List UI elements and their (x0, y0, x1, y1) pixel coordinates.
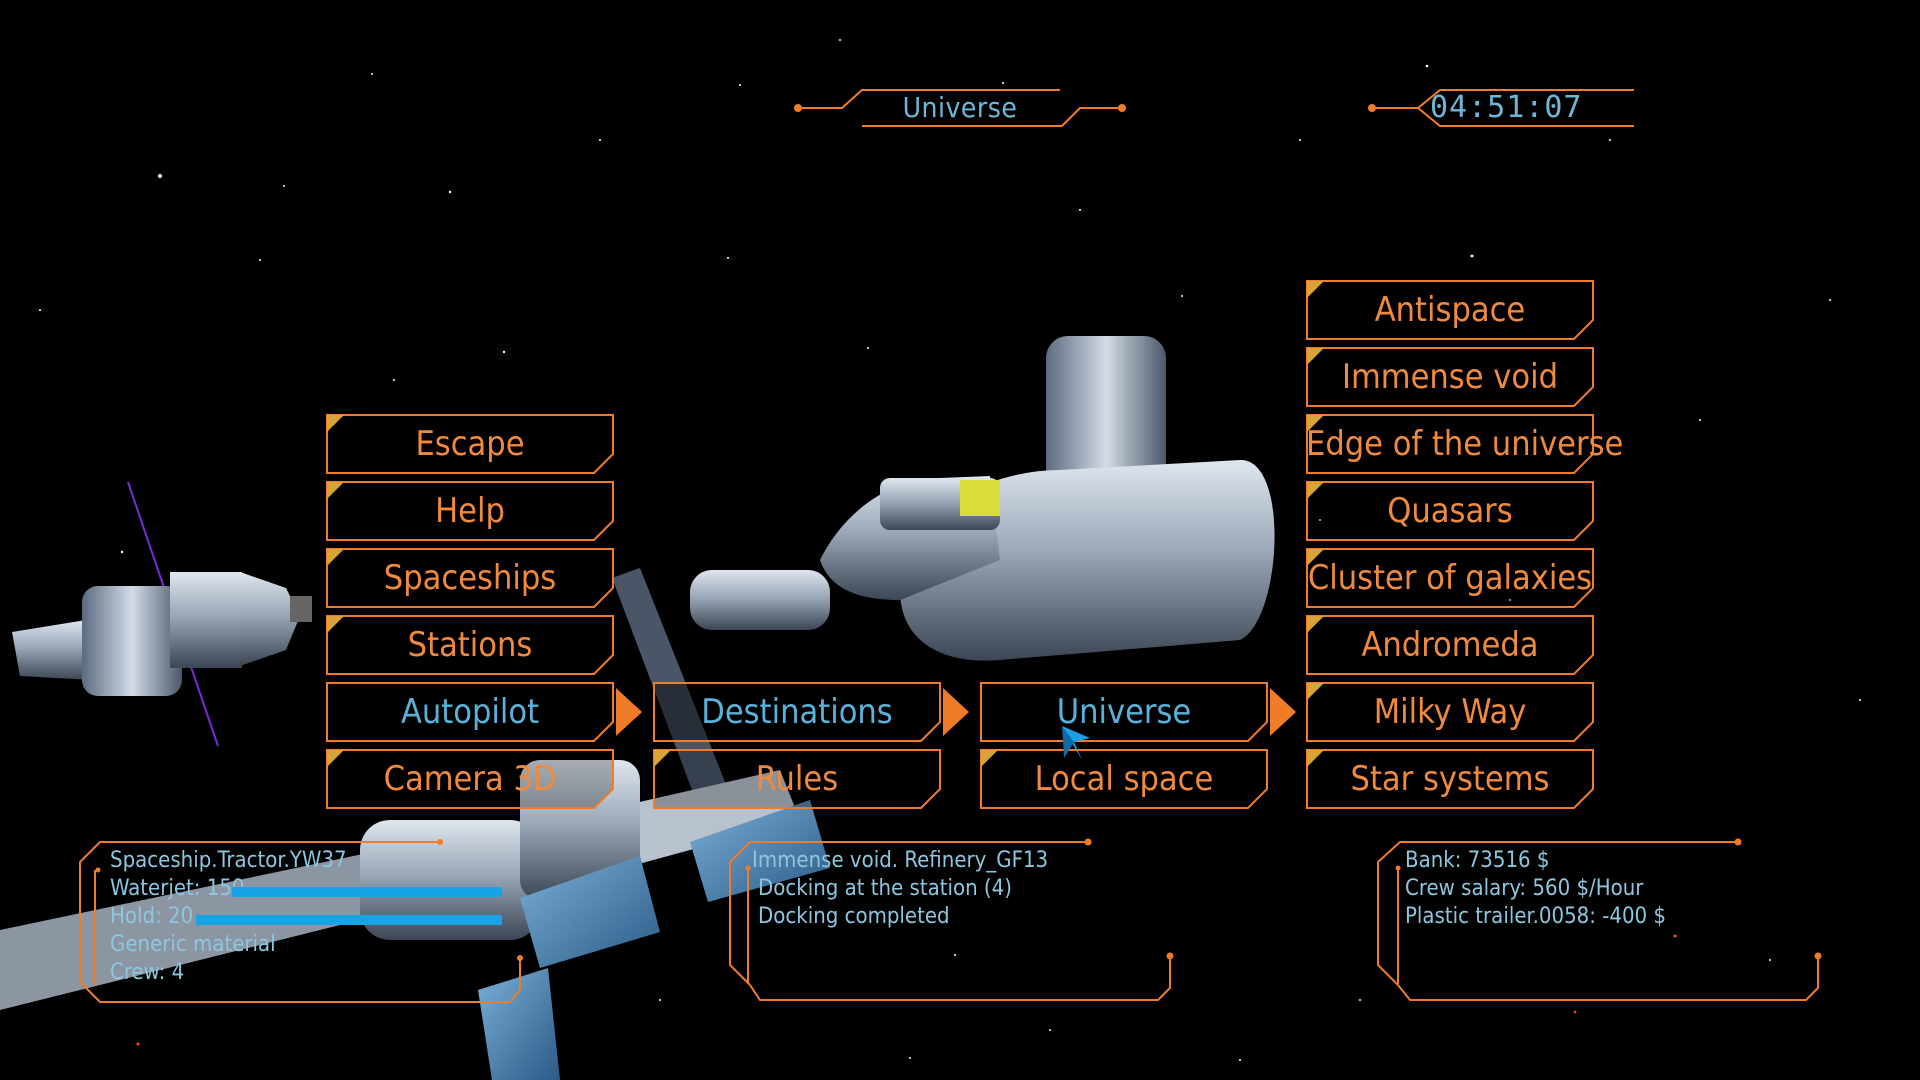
menu-cluster-of-galaxies-button[interactable]: Cluster of galaxies (1306, 548, 1594, 608)
menu-destinations-button[interactable]: Destinations (653, 682, 969, 742)
menu-quasars-label: Quasars (1387, 491, 1513, 531)
mouse-cursor-icon (1062, 726, 1090, 760)
menu-help-button[interactable]: Help (326, 481, 614, 541)
log-line: Immense void. Refinery_GF13 (752, 848, 1049, 873)
menu-local-space-label: Local space (1034, 759, 1214, 799)
ship-name: Spaceship.Tractor.YW37 (110, 848, 347, 873)
menu-rules-button[interactable]: Rules (653, 749, 941, 809)
waterjet-bar (232, 887, 502, 897)
crew-label: Crew: 4 (110, 960, 185, 985)
menu-immense-void-button[interactable]: Immense void (1306, 347, 1594, 407)
game-clock: 04:51:07 (1430, 90, 1583, 125)
menu-camera3d-button[interactable]: Camera 3D (326, 749, 614, 809)
menu-help-label: Help (435, 491, 505, 531)
log-line: Docking completed (758, 904, 950, 929)
menu-antispace-button[interactable]: Antispace (1306, 280, 1594, 340)
menu-camera3d-label: Camera 3D (383, 759, 557, 799)
waterjet-label: Waterjet: 150 (110, 876, 245, 901)
menu-universe-label: Universe (1056, 692, 1192, 732)
menu-cluster-of-galaxies-label: Cluster of galaxies (1307, 558, 1593, 598)
menu-local-space-button[interactable]: Local space (980, 749, 1268, 809)
menu-autopilot-label: Autopilot (400, 692, 540, 732)
menu-spaceships-button[interactable]: Spaceships (326, 548, 614, 608)
menu-antispace-label: Antispace (1374, 290, 1526, 330)
submenu-arrow-icon (616, 688, 642, 736)
menu-spaceships-label: Spaceships (383, 558, 557, 598)
menu-rules-label: Rules (755, 759, 839, 799)
menu-andromeda-label: Andromeda (1361, 625, 1539, 665)
menu-star-systems-button[interactable]: Star systems (1306, 749, 1594, 809)
menu-immense-void-label: Immense void (1341, 357, 1559, 397)
menu-destinations-label: Destinations (701, 692, 893, 732)
crew-salary: Crew salary: 560 $/Hour (1405, 876, 1644, 901)
menu-stations-label: Stations (407, 625, 533, 665)
menu-milky-way-button[interactable]: Milky Way (1306, 682, 1594, 742)
submenu-arrow-icon (1270, 688, 1296, 736)
bank-balance: Bank: 73516 $ (1405, 848, 1550, 873)
log-line: Docking at the station (4) (758, 876, 1012, 901)
menu-edge-of-universe-button[interactable]: Edge of the universe (1306, 414, 1623, 474)
submenu-arrow-icon (943, 688, 969, 736)
hold-bar (196, 915, 502, 925)
menu-andromeda-button[interactable]: Andromeda (1306, 615, 1594, 675)
menu-milky-way-label: Milky Way (1373, 692, 1527, 732)
hold-label: Hold: 20 (110, 904, 194, 929)
menu-edge-of-universe-label: Edge of the universe (1306, 424, 1624, 464)
menu-escape-label: Escape (415, 424, 525, 464)
menu-universe-button[interactable]: Universe (980, 682, 1296, 742)
location-title: Universe (902, 91, 1018, 124)
menu-escape-button[interactable]: Escape (326, 414, 614, 474)
menu-autopilot-button[interactable]: Autopilot (326, 682, 642, 742)
menu-stations-button[interactable]: Stations (326, 615, 614, 675)
menu-quasars-button[interactable]: Quasars (1306, 481, 1594, 541)
cargo-label: Generic material (110, 932, 276, 957)
trailer-cost: Plastic trailer.0058: -400 $ (1405, 904, 1666, 929)
menu-star-systems-label: Star systems (1350, 759, 1550, 799)
